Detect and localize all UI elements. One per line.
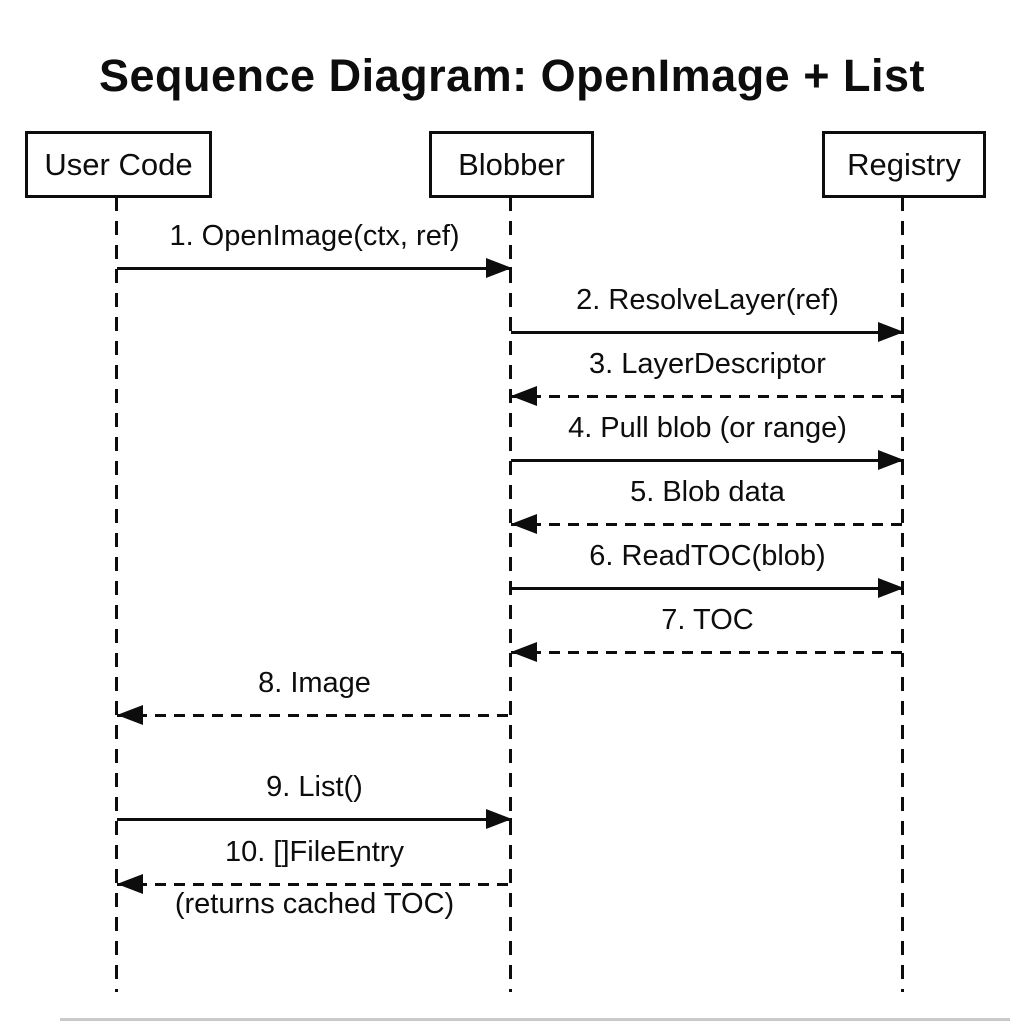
participant-box-user-code: User Code	[25, 131, 212, 198]
message-7-arrow	[511, 641, 904, 663]
message-7: 7. TOC	[511, 604, 904, 663]
message-8: 8. Image	[117, 667, 512, 726]
message-4: 4. Pull blob (or range)	[511, 412, 904, 471]
message-4-line	[511, 459, 904, 462]
participant-label-blobber: Blobber	[458, 146, 565, 182]
message-5-arrow	[511, 513, 904, 535]
cropped-bottom-edge	[60, 1018, 1010, 1021]
message-6-line	[511, 587, 904, 590]
arrowhead-right-icon	[878, 322, 904, 342]
message-5-line	[511, 523, 904, 526]
message-10-arrow	[117, 873, 512, 895]
participant-box-registry: Registry	[822, 131, 986, 198]
arrowhead-right-icon	[486, 809, 512, 829]
arrowhead-right-icon	[878, 578, 904, 598]
arrowhead-left-icon	[511, 386, 537, 406]
participant-box-blobber: Blobber	[429, 131, 594, 198]
message-2-arrow	[511, 321, 904, 343]
message-6-arrow	[511, 577, 904, 599]
message-4-arrow	[511, 449, 904, 471]
message-9-label: 9. List()	[266, 771, 363, 803]
message-1-label: 1. OpenImage(ctx, ref)	[169, 220, 460, 252]
message-9-line	[117, 818, 512, 821]
message-1: 1. OpenImage(ctx, ref)	[117, 220, 512, 279]
message-1-line	[117, 267, 512, 270]
message-5: 5. Blob data	[511, 476, 904, 535]
message-10-line	[117, 883, 512, 886]
message-6: 6. ReadTOC(blob)	[511, 540, 904, 599]
message-3-arrow	[511, 385, 904, 407]
message-6-label: 6. ReadTOC(blob)	[589, 540, 826, 572]
message-7-line	[511, 651, 904, 654]
message-4-label: 4. Pull blob (or range)	[568, 412, 847, 444]
arrowhead-left-icon	[511, 642, 537, 662]
arrowhead-left-icon	[117, 874, 143, 894]
message-2: 2. ResolveLayer(ref)	[511, 284, 904, 343]
message-9-arrow	[117, 808, 512, 830]
message-1-arrow	[117, 257, 512, 279]
message-2-line	[511, 331, 904, 334]
arrowhead-left-icon	[511, 514, 537, 534]
message-3: 3. LayerDescriptor	[511, 348, 904, 407]
message-10-label: 10. []FileEntry	[225, 836, 404, 868]
message-10-note: (returns cached TOC)	[174, 888, 455, 920]
message-5-label: 5. Blob data	[630, 476, 785, 508]
message-9: 9. List()	[117, 771, 512, 830]
message-8-arrow	[117, 704, 512, 726]
message-3-label: 3. LayerDescriptor	[589, 348, 826, 380]
arrowhead-left-icon	[117, 705, 143, 725]
lifeline-user-code	[115, 197, 118, 992]
lifeline-blobber	[509, 197, 512, 992]
message-10: 10. []FileEntry	[117, 836, 512, 895]
participant-label-user-code: User Code	[44, 146, 193, 182]
participant-label-registry: Registry	[847, 146, 961, 182]
message-8-label: 8. Image	[258, 667, 371, 699]
diagram-title: Sequence Diagram: OpenImage + List	[99, 50, 925, 101]
message-8-line	[117, 714, 512, 717]
arrowhead-right-icon	[878, 450, 904, 470]
message-3-line	[511, 395, 904, 398]
message-2-label: 2. ResolveLayer(ref)	[576, 284, 839, 316]
arrowhead-right-icon	[486, 258, 512, 278]
message-7-label: 7. TOC	[661, 604, 754, 636]
